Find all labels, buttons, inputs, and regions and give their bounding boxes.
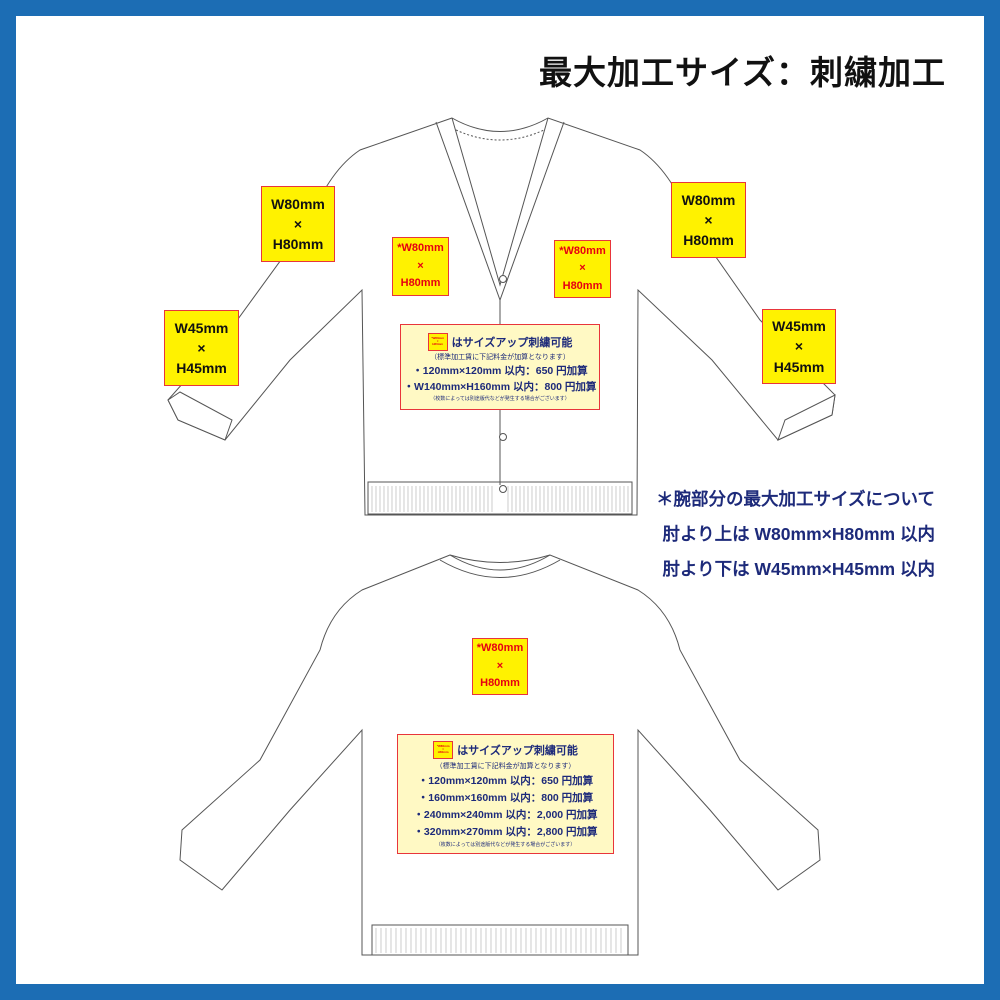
times-label: ×: [704, 211, 713, 228]
right-chest-size-box: *W80mm × H80mm: [554, 240, 611, 298]
times-label: ×: [579, 262, 586, 275]
height-label: H80mm: [400, 277, 441, 290]
price-line: ・160mm×160mm 以内：800 円加算: [417, 791, 594, 804]
height-label: H80mm: [272, 236, 324, 253]
times-label: ×: [197, 339, 206, 356]
left-lower-arm-size-box: W45mm × H45mm: [164, 310, 239, 386]
price-line: ・320mm×270mm 以内：2,800 円加算: [413, 825, 598, 838]
width-label: W45mm: [772, 318, 826, 335]
price-line: ・120mm×120mm 以内：650 円加算: [412, 364, 588, 377]
width-label: *W80mm: [436, 743, 450, 748]
arm-size-note: ＊腕部分の最大加工サイズについて 肘より上は W80mm×H80mm 以内 肘よ…: [656, 482, 935, 587]
price-line: ・240mm×240mm 以内：2,000 円加算: [413, 808, 598, 821]
width-label: *W80mm: [559, 244, 606, 257]
width-label: W45mm: [174, 319, 229, 336]
width-label: W80mm: [271, 195, 325, 212]
info-footnote: （枚数によっては別途版代などが発生する場合がございます）: [430, 395, 570, 402]
width-label: *W80mm: [397, 242, 444, 255]
right-upper-arm-size-box: W80mm × H80mm: [671, 182, 746, 258]
width-label: *W80mm: [476, 642, 524, 655]
height-label: H80mm: [432, 342, 444, 347]
price-line: ・120mm×120mm 以内：650 円加算: [417, 774, 594, 787]
info-heading: はサイズアップ刺繍可能: [457, 744, 578, 757]
info-subtext: （標準加工賃に下記料金が加算となります）: [435, 762, 576, 770]
canvas: 最大加工サイズ：刺繍加工 W80mm×H80mm W45mm×H45mm W80…: [16, 16, 984, 984]
height-label: H80mm: [562, 279, 603, 292]
back-center-size-box: *W80mm × H80mm: [472, 638, 528, 695]
note-line: 肘より下は W45mm×H45mm 以内: [662, 559, 935, 579]
info-heading: はサイズアップ刺繍可能: [451, 336, 573, 349]
right-lower-arm-size-box: W45mm × H45mm: [762, 309, 836, 384]
height-label: H80mm: [683, 232, 734, 249]
height-label: H80mm: [437, 750, 449, 755]
note-line: ＊腕部分の最大加工サイズについて: [656, 489, 935, 509]
page-title: 最大加工サイズ：刺繍加工: [538, 53, 946, 92]
times-label: ×: [417, 259, 424, 272]
price-line: ・W140mm×H160mm 以内：800 円加算: [403, 380, 597, 393]
left-chest-size-box: *W80mm × H80mm: [392, 237, 449, 296]
info-footnote: （枚数によっては別途版代などが発生する場合がございます）: [435, 841, 576, 848]
height-label: H45mm: [176, 360, 227, 377]
left-upper-arm-size-box: W80mm × H80mm: [261, 186, 335, 262]
times-label: ×: [293, 215, 303, 232]
front-cardigan: [167, 117, 836, 516]
times-label: ×: [436, 338, 439, 343]
width-label: W80mm: [681, 191, 736, 208]
mini-size-box: *W80mm×H80mm: [427, 332, 448, 351]
times-label: ×: [496, 659, 504, 672]
times-label: ×: [442, 746, 445, 751]
height-label: H80mm: [480, 677, 520, 690]
width-label: *W80mm: [431, 335, 444, 340]
mini-size-box: *W80mm×H80mm: [433, 740, 454, 759]
info-subtext: （標準加工賃に下記料金が加算となります）: [430, 353, 570, 361]
height-label: H45mm: [773, 358, 825, 375]
times-label: ×: [794, 338, 804, 355]
note-line: 肘より上は W80mm×H80mm 以内: [662, 524, 935, 544]
